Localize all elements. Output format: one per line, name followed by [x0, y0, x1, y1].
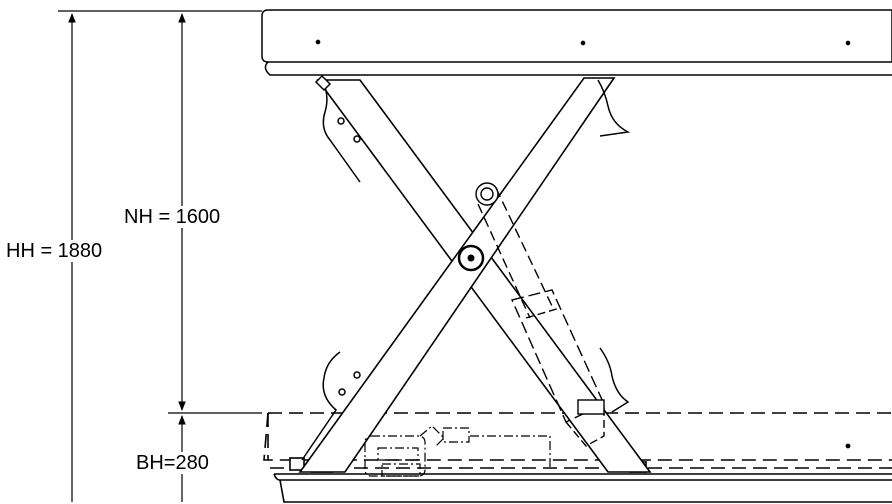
pump-unit: [364, 425, 551, 477]
hh-dimension-label: HH = 1880: [6, 240, 103, 262]
platform-bolt: [315, 39, 321, 45]
upper-left-cheek: [321, 79, 361, 183]
nh-dimension-label: NH = 1600: [124, 206, 221, 228]
top-platform: [261, 9, 892, 76]
lower-left-cheek: [301, 351, 341, 461]
scissor-arm-a: [316, 79, 652, 473]
scissor-arms: [298, 77, 652, 473]
scissor-arm-b: [298, 77, 616, 473]
upper-right-cheek: [597, 79, 631, 137]
platform-bolt: [580, 40, 586, 46]
center-pivot: [457, 244, 485, 272]
base-bolt: [845, 443, 851, 449]
roller-block: [289, 457, 305, 471]
side-plates: [301, 74, 631, 461]
platform-bolt: [845, 40, 851, 46]
bh-dimension-label: BH=280: [136, 452, 209, 474]
hydraulic-cylinder: [475, 182, 605, 447]
lower-right-cheek: [599, 347, 630, 413]
